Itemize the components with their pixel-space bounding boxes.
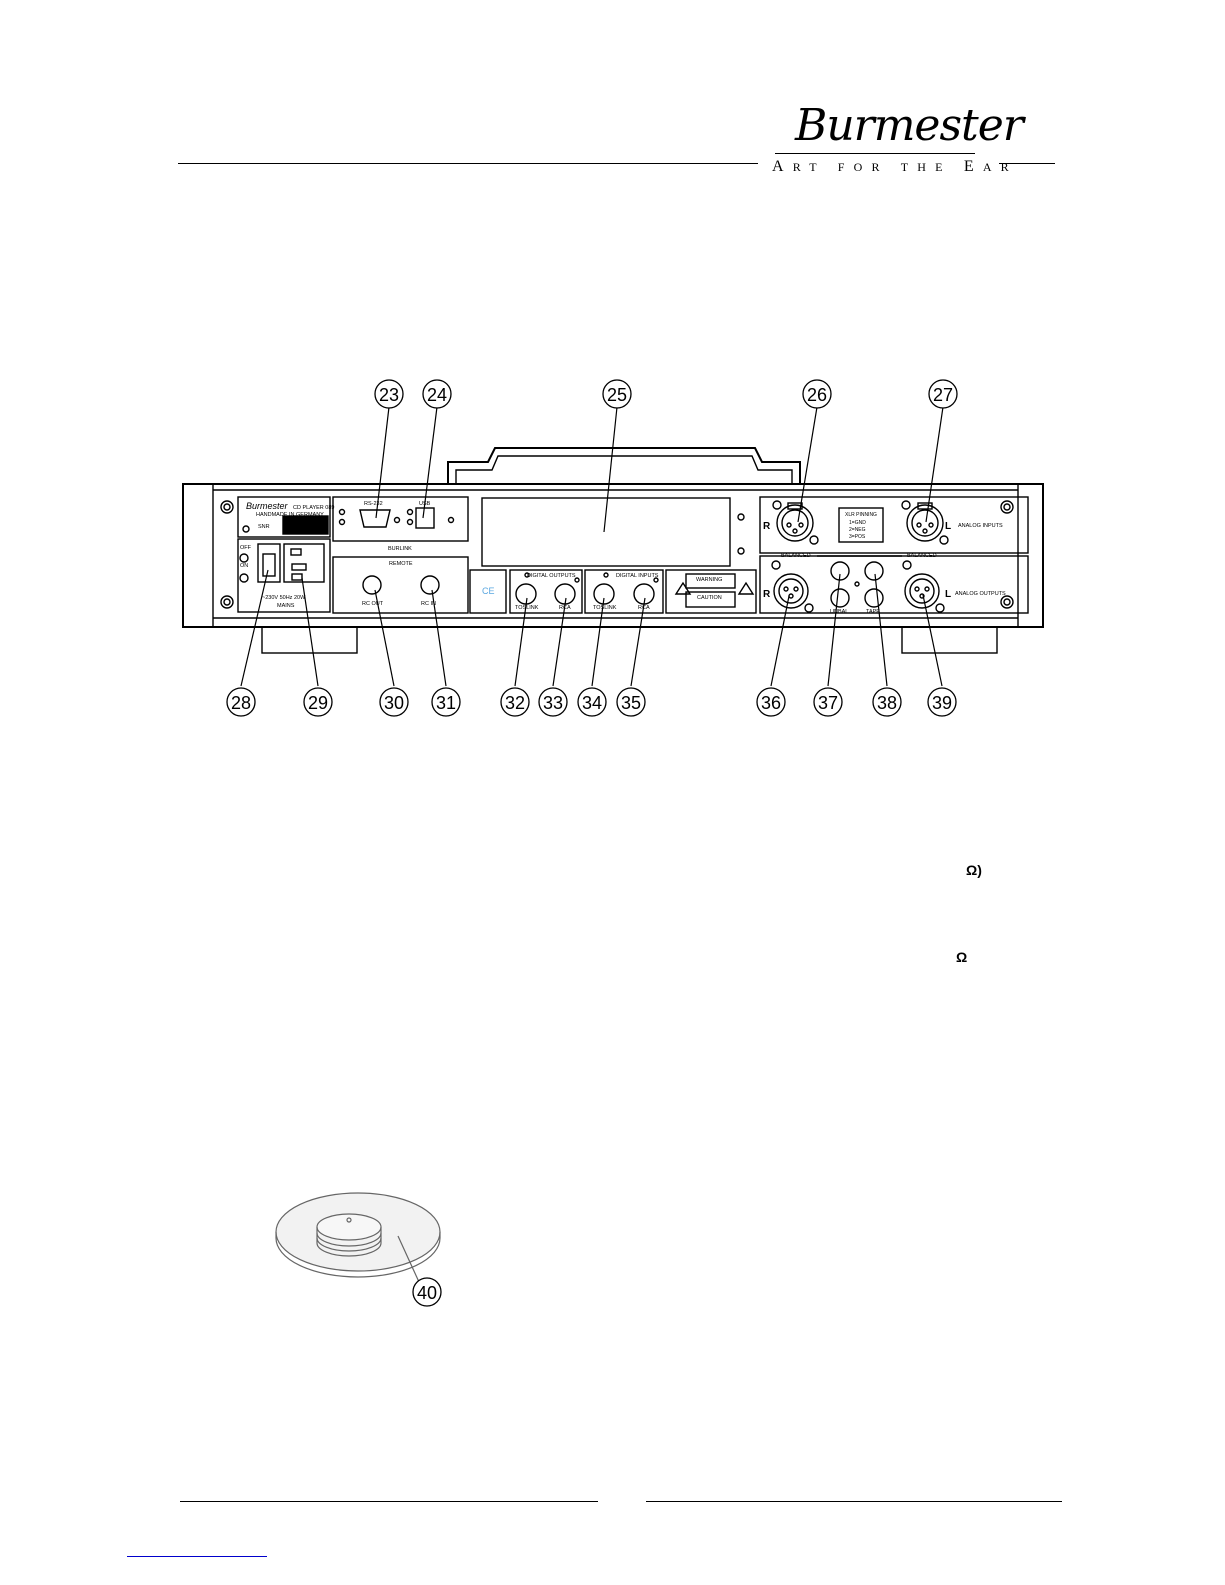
header-rule-left	[178, 163, 758, 164]
callout-39: 39	[927, 687, 957, 717]
panel-on: ON	[240, 563, 248, 569]
panel-left-in: L	[945, 521, 951, 532]
panel-digital-outputs: DIGITAL OUTPUTS	[527, 573, 576, 579]
callout-28: 28	[226, 687, 256, 717]
panel-brand: Burmester	[246, 501, 289, 511]
callout-38: 38	[872, 687, 902, 717]
callouts-bottom: 28 29 30 31 32 33 34 35 36 37 38 39	[226, 687, 957, 717]
panel-mains: MAINS	[277, 603, 295, 609]
callout-23-label: 23	[379, 385, 399, 405]
callout-27-label: 27	[933, 385, 953, 405]
callout-36: 36	[756, 687, 786, 717]
callout-34: 34	[577, 687, 607, 717]
panel-digital-inputs: DIGITAL INPUTS	[616, 573, 659, 579]
callout-27: 27	[928, 379, 958, 409]
panel-balanced-r: BALANCED	[781, 553, 811, 559]
callout-37: 37	[813, 687, 843, 717]
ohm-fragment-1: Ω)	[966, 862, 982, 878]
callout-23: 23	[374, 379, 404, 409]
ohm-fragment-2: Ω	[956, 949, 968, 965]
callout-30: 30	[379, 687, 409, 717]
callout-30-label: 30	[384, 693, 404, 713]
footer-link-underline[interactable]	[127, 1556, 267, 1557]
callout-35: 35	[616, 687, 646, 717]
callout-38-label: 38	[877, 693, 897, 713]
panel-remote: REMOTE	[389, 561, 413, 567]
callout-24-label: 24	[427, 385, 447, 405]
callout-31: 31	[431, 687, 461, 717]
callout-25-label: 25	[607, 385, 627, 405]
panel-right-in: R	[763, 521, 771, 532]
panel-rc-out: RC OUT	[362, 601, 384, 607]
panel-unbal: UNBAL	[830, 609, 848, 615]
panel-xlr-pin2: 2=NEG	[849, 527, 866, 533]
panel-caution: CAUTION	[697, 595, 722, 601]
panel-rs232: RS-232	[364, 501, 383, 507]
panel-right-out: R	[763, 589, 771, 600]
callout-29-label: 29	[308, 693, 328, 713]
panel-xlr-title: XLR PINNING	[845, 512, 877, 518]
callouts-top: 23 24 25 26 27	[374, 379, 958, 409]
panel-off: OFF	[240, 545, 252, 551]
callout-28-label: 28	[231, 693, 251, 713]
callout-31-label: 31	[436, 693, 456, 713]
callout-32-label: 32	[505, 693, 525, 713]
callout-26: 26	[802, 379, 832, 409]
callout-25: 25	[602, 379, 632, 409]
panel-rc-in: RC IN	[421, 601, 436, 607]
logo-script: Burmester	[795, 100, 1024, 151]
panel-left-out: L	[945, 589, 951, 600]
callout-32: 32	[500, 687, 530, 717]
panel-made: HANDMADE IN GERMANY	[256, 512, 324, 518]
panel-toslink-out: TOSLINK	[515, 605, 539, 611]
panel-xlr-pin3: 3=POS	[849, 534, 866, 540]
callout-37-label: 37	[818, 693, 838, 713]
callout-29: 29	[303, 687, 333, 717]
callout-33: 33	[538, 687, 568, 717]
panel-balanced-l: BALANCED	[907, 553, 937, 559]
callout-39-label: 39	[932, 693, 952, 713]
panel-tape: TAPE	[866, 609, 880, 615]
callout-35-label: 35	[621, 693, 641, 713]
panel-analog-outputs: ANALOG OUTPUTS	[955, 591, 1006, 597]
panel-toslink-in: TOSLINK	[593, 605, 617, 611]
footer-rule-left	[180, 1501, 598, 1502]
panel-xlr-pin1: 1=GND	[849, 520, 866, 526]
panel-mains-rating: ~230V 50Hz 20W	[262, 595, 306, 601]
callout-40-label: 40	[417, 1283, 437, 1303]
panel-analog-inputs: ANALOG INPUTS	[958, 523, 1003, 529]
panel-warning: WARNING	[696, 577, 722, 583]
panel-model: CD PLAYER 089	[293, 505, 334, 511]
callout-24: 24	[422, 379, 452, 409]
callout-40: 40	[412, 1277, 442, 1307]
panel-burlink: BURLINK	[388, 546, 412, 552]
callout-26-label: 26	[807, 385, 827, 405]
callout-34-label: 34	[582, 693, 602, 713]
panel-serial: SNR	[258, 524, 270, 530]
logo-underline	[775, 153, 975, 154]
panel-ce: CE	[482, 586, 495, 596]
callout-33-label: 33	[543, 693, 563, 713]
header-rule-right	[999, 163, 1055, 164]
footer-rule-right	[646, 1501, 1062, 1502]
disc-stabilizer-figure	[275, 1192, 441, 1283]
callout-36-label: 36	[761, 693, 781, 713]
